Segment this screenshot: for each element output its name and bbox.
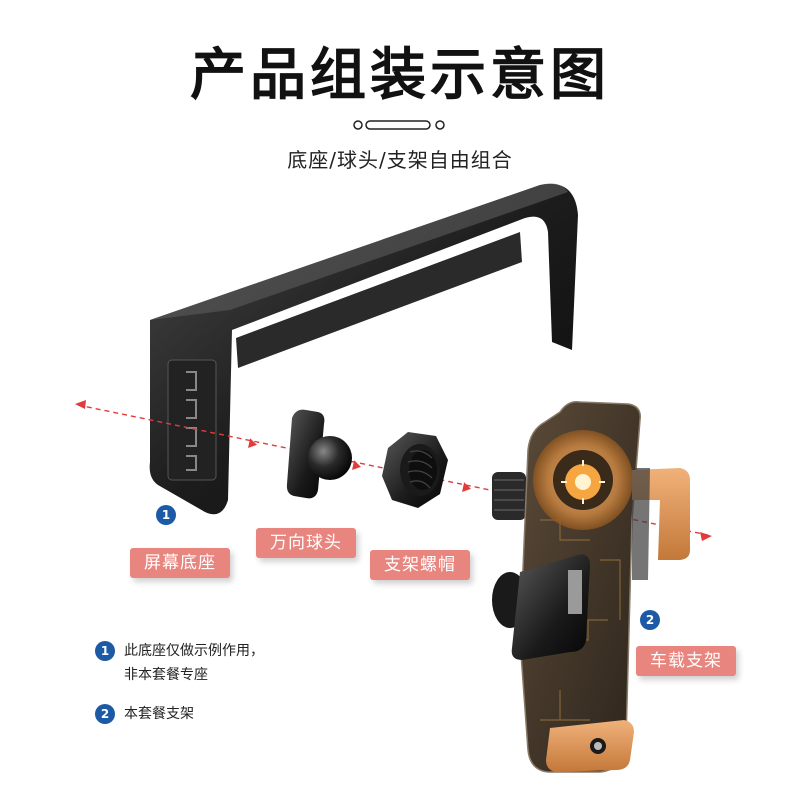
note-2-text: 本套餐支架 — [124, 706, 194, 722]
note-1-badge: 1 — [95, 641, 115, 661]
note-1-line2: 非本套餐专座 — [124, 667, 208, 683]
assembly-guide-line-icon — [75, 400, 712, 541]
title-divider-icon — [353, 120, 445, 130]
marker-2-badge: 2 — [640, 610, 660, 630]
nut-icon — [382, 432, 448, 508]
note-1-text: 此底座仅做示例作用， 非本套餐专座 — [124, 639, 264, 687]
label-ball-head: 万向球头 — [256, 528, 356, 558]
marker-1-badge: 1 — [156, 505, 176, 525]
car-holder-icon — [492, 400, 690, 773]
label-nut: 支架螺帽 — [370, 550, 470, 580]
ball-head-icon — [286, 409, 352, 499]
screen-base-icon — [149, 183, 578, 515]
page-subtitle: 底座/球头/支架自由组合 — [287, 148, 513, 172]
page-title: 产品组装示意图 — [190, 43, 610, 108]
label-car-holder: 车载支架 — [636, 646, 736, 676]
note-1-line1: 此底座仅做示例作用， — [124, 643, 264, 659]
label-screen-base: 屏幕底座 — [130, 548, 230, 578]
note-2-badge: 2 — [95, 704, 115, 724]
